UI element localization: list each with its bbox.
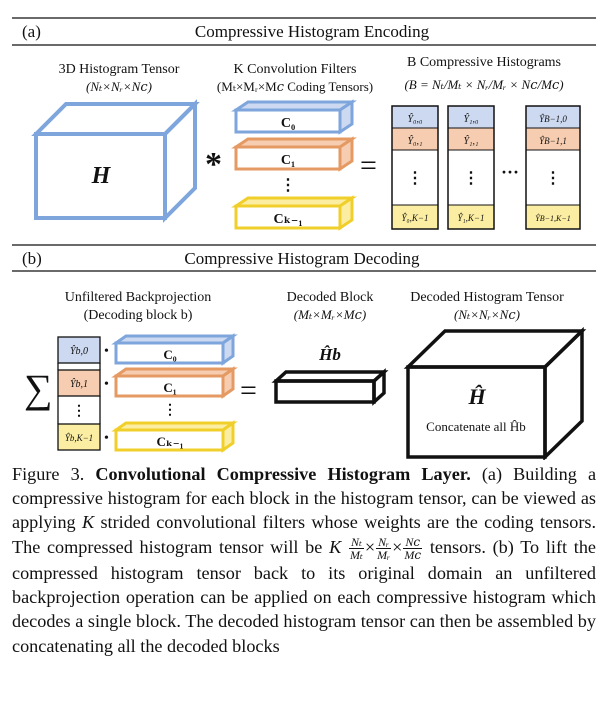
tensor-dims: (Nₜ×Nᵣ×N𝑐) — [86, 79, 152, 94]
decoded-block-label: Decoded Block — [287, 290, 374, 305]
tensor-symbol: H — [91, 163, 112, 189]
y-0-dots: ⋮ — [407, 170, 423, 187]
filter-b-c0-label: C₀ — [163, 347, 176, 362]
filter-c1 — [231, 136, 357, 172]
histogram-column-1 — [447, 105, 495, 230]
dot-0: • — [104, 344, 109, 359]
y-1-dots: ⋮ — [463, 170, 479, 187]
sum-symbol: ∑ — [24, 366, 53, 411]
coef-k: Ŷb,K−1 — [65, 433, 93, 443]
dot-k: • — [104, 431, 109, 446]
histograms-formula: (B = Nₜ/Mₜ × Nᵣ/Mᵣ × N𝑐/M𝑐) — [404, 77, 563, 92]
figure-caption: Figure 3. Convolutional Compressive Hist… — [12, 462, 596, 658]
filter-c1-label: C₁ — [281, 153, 295, 168]
panel-a-title: Compressive Histogram Encoding — [195, 22, 430, 41]
y-0-0: Ŷ₀,₀ — [407, 113, 423, 125]
y-0-k: Ŷ₀,K−1 — [402, 213, 429, 223]
y-b-dots: ⋮ — [545, 170, 561, 187]
decoded-tensor-cube — [403, 326, 587, 460]
decoded-tensor-symbol: Ĥ — [467, 384, 486, 409]
caption-title: Convolutional Compressive Histogram Laye… — [95, 464, 471, 484]
panel-b-letter: (b) — [22, 249, 42, 268]
filter-dots: ⋮ — [280, 177, 296, 194]
filter-c0-label: C₀ — [281, 116, 295, 131]
y-b-1: ŶB−1,1 — [539, 136, 567, 146]
filters-label: K Convolution Filters — [234, 62, 357, 77]
times-1: × — [364, 536, 376, 557]
backproj-sub: (Decoding block b) — [84, 308, 193, 323]
filter-b-c0 — [111, 333, 238, 366]
columns-ellipsis: ··· — [501, 162, 519, 182]
times-2: × — [392, 536, 403, 557]
coef-1: Ŷb,1 — [70, 378, 88, 390]
y-b-0: ŶB−1,0 — [539, 114, 567, 124]
decoded-tensor-label: Decoded Histogram Tensor — [410, 290, 564, 305]
coefficient-column — [57, 336, 101, 451]
histograms-label: B Compressive Histograms — [407, 55, 561, 70]
y-1-k: Ŷ₁,K−1 — [458, 213, 485, 223]
histogram-column-b — [525, 105, 581, 230]
caption-part1: (a) Building a compressive histogram for… — [12, 464, 597, 533]
filter-ck-label: Cₖ₋₁ — [273, 212, 302, 227]
filter-b-c1-label: C₁ — [163, 380, 176, 395]
caption-part3: tensors. (b) To lift the compressed hist… — [12, 536, 597, 656]
filter-b-ck-label: Cₖ₋₁ — [157, 434, 184, 449]
coef-0: Ŷb,0 — [70, 345, 88, 357]
caption-part2: strided convolutional filters whose weig… — [12, 512, 597, 557]
panel-b-title: Compressive Histogram Decoding — [184, 249, 420, 268]
tensor-label: 3D Histogram Tensor — [59, 62, 180, 77]
y-1-0: Ŷ₁,₀ — [463, 113, 479, 125]
y-0-1: Ŷ₀,₁ — [407, 135, 422, 147]
coef-dots: ⋮ — [72, 404, 86, 419]
panel-a-letter: (a) — [22, 22, 41, 41]
equals-b: = — [240, 374, 257, 407]
decoded-block-dims: (Mₜ×Mᵣ×M𝑐) — [294, 307, 366, 322]
filter-b-c1 — [111, 366, 238, 399]
decoded-tensor-dims: (Nₜ×Nᵣ×N𝑐) — [454, 307, 520, 322]
caption-k-2: K — [329, 536, 342, 557]
filter-ck — [231, 195, 357, 231]
concat-text: Concatenate all Ĥb — [426, 419, 526, 434]
caption-k-1: K — [81, 512, 95, 533]
figure-diagram: (a) Compressive Histogram Encoding 3D Hi… — [12, 17, 596, 460]
y-1-1: Ŷ₁,₁ — [463, 135, 478, 147]
caption-fig: Figure 3. — [12, 464, 85, 484]
filter-c0 — [231, 99, 357, 135]
dot-1: • — [104, 377, 109, 392]
decoded-block — [271, 368, 389, 406]
histogram-column-0 — [391, 105, 439, 230]
y-b-k: ŶB−1,K−1 — [535, 213, 570, 223]
filters-dims: (Mₜ×Mᵣ×M𝑐 Coding Tensors) — [217, 79, 373, 94]
filter-b-dots: ⋮ — [163, 403, 177, 418]
histogram-tensor-cube — [31, 99, 200, 223]
filter-b-ck — [111, 420, 238, 453]
conv-operator: * — [205, 146, 222, 183]
backproj-label: Unfiltered Backprojection — [65, 290, 212, 305]
equals-a: = — [360, 149, 377, 182]
block-symbol: Ĥb — [318, 345, 341, 364]
